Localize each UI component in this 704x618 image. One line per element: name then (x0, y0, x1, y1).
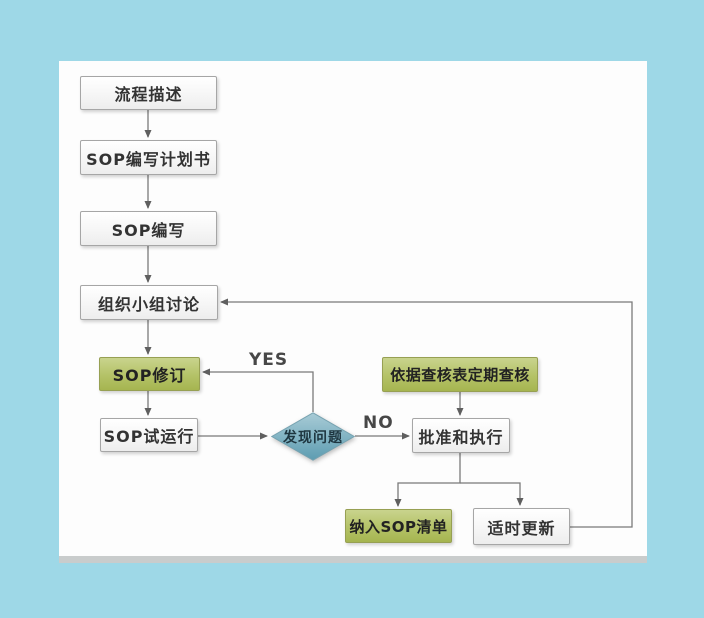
node-periodic-check: 依据查核表定期查核 (382, 357, 538, 392)
node-process-description: 流程描述 (80, 76, 217, 110)
node-add-to-sop-list: 纳入SOP清单 (345, 509, 452, 543)
node-found-problems: 发现问题 (271, 412, 355, 461)
node-group-discussion: 组织小组讨论 (80, 285, 218, 320)
edge-label-no: NO (363, 413, 394, 433)
decision-diamond-label: 发现问题 (283, 429, 343, 446)
node-sop-plan: SOP编写计划书 (80, 140, 217, 175)
node-sop-trial-run: SOP试运行 (100, 418, 198, 452)
decision-diamond-shape (271, 412, 355, 461)
edge-label-yes: YES (249, 350, 289, 370)
node-approve-execute: 批准和执行 (412, 418, 510, 453)
node-sop-revision: SOP修订 (99, 357, 200, 391)
node-timely-update: 适时更新 (473, 508, 570, 545)
node-sop-writing: SOP编写 (80, 211, 217, 246)
